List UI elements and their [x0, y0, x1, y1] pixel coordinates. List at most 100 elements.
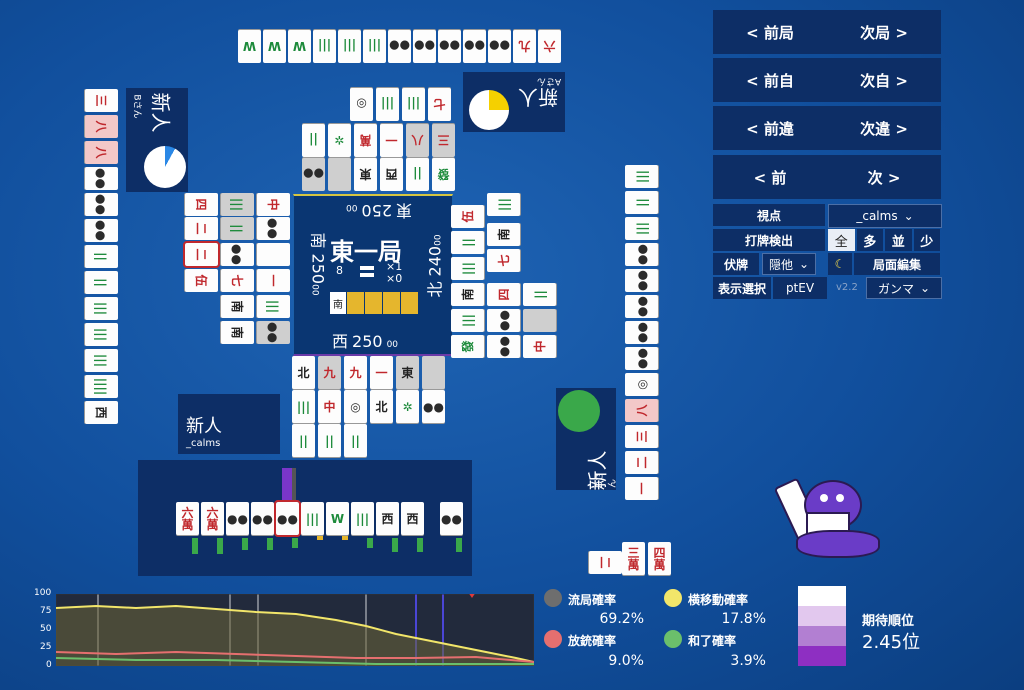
- tile: 八: [406, 124, 429, 157]
- tile: [257, 243, 290, 266]
- y-tick: 75: [40, 606, 52, 616]
- left-player-tiles: 三 八 八 ●● ●● ●● || || ||| ||| ||| |||| 西: [84, 88, 118, 424]
- tile: 四: [185, 193, 218, 216]
- tile: 九: [318, 356, 341, 389]
- tile: ●●: [422, 390, 445, 423]
- next-round-button[interactable]: 次局 >: [860, 23, 908, 42]
- tile: 南: [487, 223, 520, 246]
- next-self-button[interactable]: 次自 >: [860, 71, 908, 90]
- tile: W: [263, 30, 286, 63]
- tile: ●●: [413, 30, 436, 63]
- hand-tiles[interactable]: 六萬 六萬 ●● ●● ●● ||| W ||| 西 西 ●●: [176, 500, 472, 572]
- tile: ||||: [85, 375, 118, 398]
- right-player-box: 新人 Dさん: [556, 388, 618, 491]
- hand-tile[interactable]: 六萬: [176, 502, 199, 535]
- detect-normal-button[interactable]: 並: [885, 229, 912, 251]
- chevron-down-icon: ⌄: [919, 281, 931, 295]
- tile: 二: [185, 217, 218, 240]
- self-player-sub: _calms: [186, 438, 221, 449]
- tile: |||: [451, 257, 484, 280]
- tile: ●●: [257, 321, 290, 344]
- tile: ●●: [487, 335, 520, 358]
- tile: 三: [625, 425, 658, 448]
- hand-tile[interactable]: 西: [401, 502, 424, 535]
- next-mistake-button[interactable]: 次違 >: [860, 119, 908, 138]
- next-button[interactable]: 次 >: [867, 168, 901, 187]
- tile: 九: [344, 356, 367, 389]
- tile: 九: [513, 30, 536, 63]
- gamma-value: ガンマ: [877, 281, 914, 296]
- ryukyoku-dot: [544, 589, 562, 607]
- tile: ||: [451, 231, 484, 254]
- hand-tile[interactable]: ●●: [274, 500, 301, 537]
- tile: 一: [370, 356, 393, 389]
- detect-few-button[interactable]: 少: [913, 229, 940, 251]
- detect-level-group: 全 多 並 少: [828, 229, 940, 251]
- top-player-pie: [469, 90, 509, 130]
- mistake-nav: < 前違 次違 >: [713, 106, 941, 150]
- hand-tile[interactable]: 六萬: [201, 502, 224, 535]
- display-value[interactable]: ptEV: [773, 277, 827, 299]
- houju-label: 放銃確率: [568, 634, 617, 648]
- tile: 東: [396, 356, 419, 389]
- detect-many-button[interactable]: 多: [856, 229, 883, 251]
- tile: ||: [302, 124, 325, 157]
- viewpoint-select[interactable]: _calms⌄: [828, 204, 942, 228]
- hand-tile[interactable]: |||: [301, 502, 324, 535]
- y-tick: 0: [46, 660, 52, 670]
- left-player-pie: [144, 146, 186, 188]
- prev-mistake-button[interactable]: < 前違: [746, 119, 794, 138]
- right-player-tiles: ||| || ||| ●● ●● ●● ●● ●● ◎ 八 三 二 一: [624, 160, 658, 500]
- tile: ||: [523, 283, 556, 306]
- prev-button[interactable]: < 前: [753, 168, 787, 187]
- tile: |||: [402, 88, 425, 121]
- hand-tile[interactable]: W: [326, 502, 349, 535]
- tile: 西: [85, 401, 118, 424]
- ev-bar: [282, 468, 292, 502]
- y-tick: 25: [40, 642, 52, 652]
- tile: ●●: [487, 309, 520, 332]
- agari-dot: [664, 630, 682, 648]
- tile: ||: [318, 424, 341, 457]
- hand-tile[interactable]: ●●: [226, 502, 249, 535]
- tile: ●●: [463, 30, 486, 63]
- hand-tile[interactable]: |||: [351, 502, 374, 535]
- tile: 八: [85, 141, 118, 164]
- hidden-label: 伏牌: [713, 253, 759, 275]
- hand-tile[interactable]: ●●: [251, 502, 274, 535]
- gamma-select[interactable]: ガンマ ⌄: [866, 277, 942, 299]
- tile: ●●: [85, 167, 118, 190]
- tile: 七: [487, 249, 520, 272]
- ev-bar: [267, 538, 273, 550]
- tile: ✲: [328, 124, 351, 157]
- tile: ◎: [344, 390, 367, 423]
- agari-label: 和了確率: [688, 634, 737, 648]
- tile: ●●: [257, 217, 290, 240]
- tile: W: [288, 30, 311, 63]
- hand-tile[interactable]: 西: [376, 502, 399, 535]
- moon-icon[interactable]: ☾: [828, 253, 852, 275]
- top-player-upper-tiles: W W W ||| ||| ||| ●● ●● ●● ●● ●● 九 六: [238, 30, 568, 64]
- hidden-select[interactable]: 隠他⌄: [762, 253, 816, 275]
- tile: ✲: [396, 390, 419, 423]
- tile: ||: [292, 424, 315, 457]
- prev-round-button[interactable]: < 前局: [746, 23, 794, 42]
- prev-self-button[interactable]: < 前自: [746, 71, 794, 90]
- tile: |||: [257, 295, 290, 318]
- top-discards: ◎ ||| ||| 七 || ✲ 萬 一 八 三 ●● 東 西 || 發: [300, 88, 455, 192]
- edit-position-button[interactable]: 局面編集: [854, 253, 940, 275]
- tile: ●●: [625, 295, 658, 318]
- left-player-name: 新人: [148, 92, 173, 133]
- hand-tile[interactable]: ●●: [440, 502, 463, 535]
- tile: ||: [344, 424, 367, 457]
- tile: 中: [523, 335, 556, 358]
- probability-graph: 100 75 50 25 0: [26, 588, 536, 670]
- tile: [422, 356, 445, 389]
- detect-all-button[interactable]: 全: [828, 229, 855, 251]
- tile: ●●: [302, 158, 325, 191]
- yoko-dot: [664, 589, 682, 607]
- yoko-label: 横移動確率: [688, 593, 749, 607]
